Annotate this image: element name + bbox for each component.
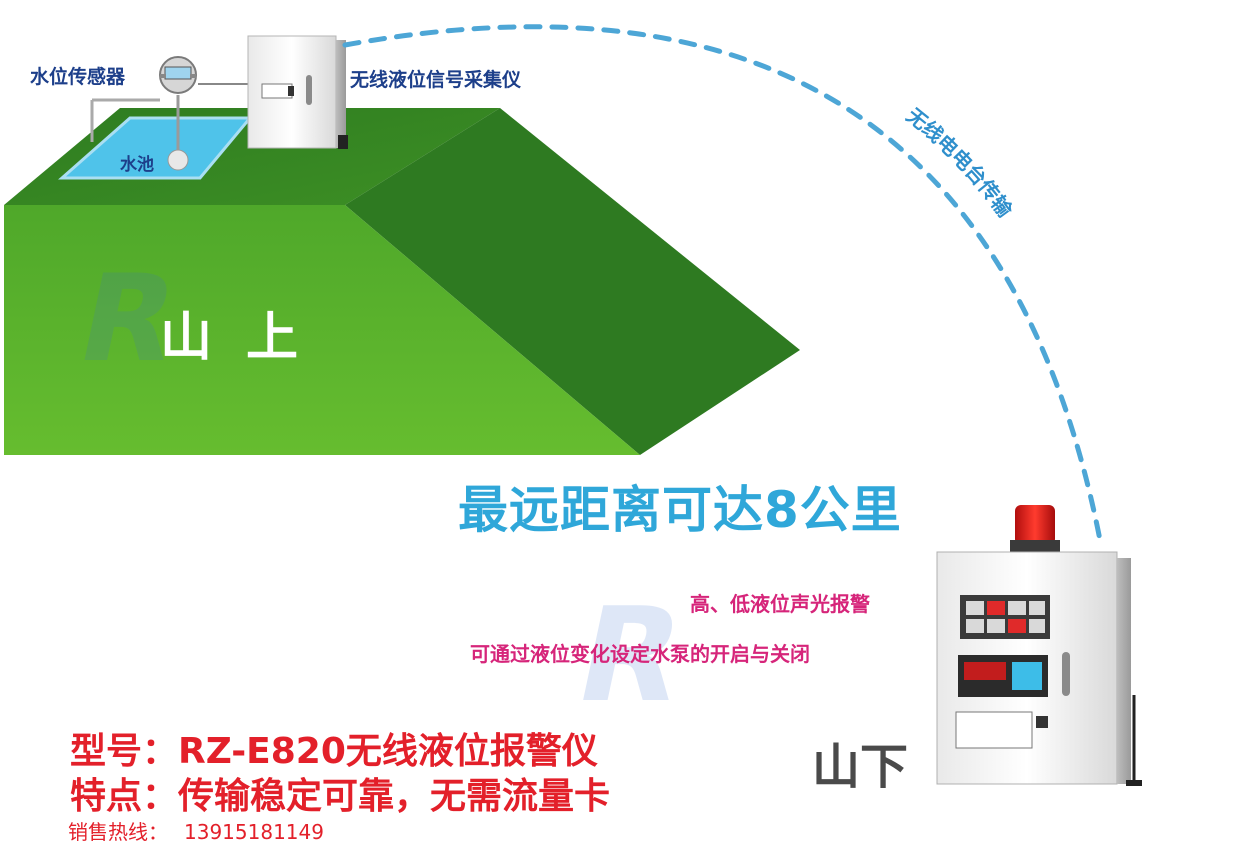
svg-text:无线电电台传输: 无线电电台传输	[902, 103, 1018, 222]
sales-hotline: 销售热线： 13915181149	[68, 816, 324, 845]
hotline-label: 销售热线：	[68, 820, 168, 844]
sensor-label: 水位传感器	[30, 66, 126, 88]
collector-label: 无线液位信号采集仪	[350, 69, 522, 91]
hill-right-slope	[345, 108, 800, 455]
range-headline: 最远距离可达8公里	[458, 481, 902, 539]
float-ball	[167, 149, 189, 171]
feature-pump-text: 可通过液位变化设定水泵的开启与关闭	[470, 642, 810, 666]
transmission-label: 无线电电台传输	[902, 103, 1018, 222]
alarm-cabinet-icon	[936, 505, 1142, 786]
collector-cabinet-icon	[247, 35, 348, 149]
pool-label: 水池	[120, 155, 154, 175]
transmission-arc	[342, 24, 1103, 543]
feature-alarm-text: 高、低液位声光报警	[690, 592, 870, 616]
hotline-phone: 13915181149	[184, 820, 324, 844]
feature-line: 特点：传输稳定可靠，无需流量卡	[70, 776, 611, 817]
hill-front	[4, 205, 640, 455]
model-line: 型号：RZ-E820无线液位报警仪	[70, 731, 598, 772]
mountain-top-label: 山上	[160, 308, 333, 368]
sensor-device-icon	[159, 56, 197, 94]
mountain-bottom-label: 山下	[812, 739, 909, 795]
